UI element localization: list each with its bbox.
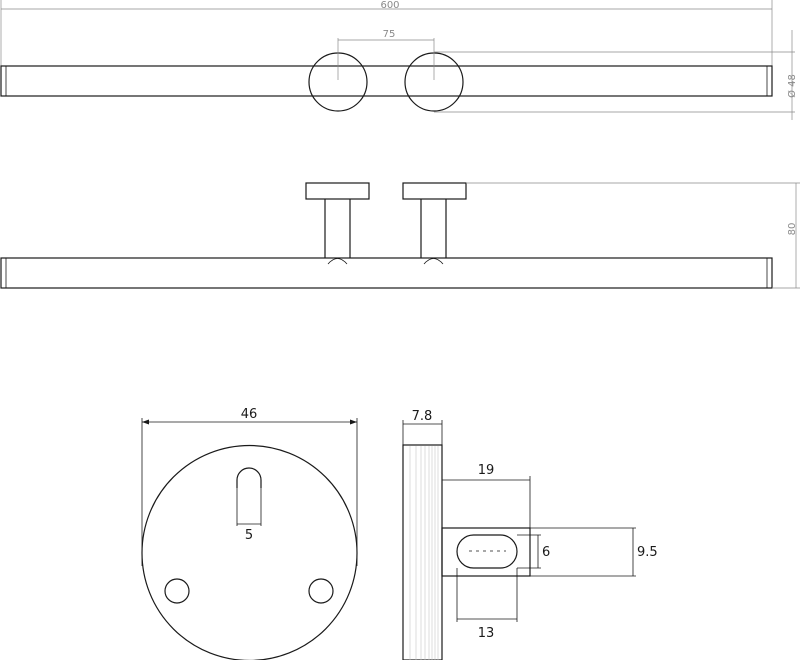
plate-profile	[402, 444, 443, 660]
dim-post-length: 19	[478, 463, 495, 478]
screw-hole-left	[164, 578, 190, 604]
plate-front-view: 46 5	[141, 407, 358, 660]
cap-right	[402, 182, 467, 200]
mounting-plate	[141, 444, 358, 660]
post-block	[441, 527, 531, 577]
dim-overall-length: 600	[380, 0, 399, 11]
top-view: 600 75 Ø 48	[0, 0, 798, 120]
dim-rosette-diameter: Ø 48	[786, 74, 798, 98]
plate-slot	[236, 467, 262, 488]
towel-bar-side	[0, 257, 773, 289]
dim-slot-height: 6	[542, 545, 550, 560]
oblong-slot	[456, 534, 518, 569]
side-view: 80	[0, 182, 800, 289]
dim-projection: 80	[787, 223, 798, 236]
dim-plate-diameter: 46	[241, 407, 258, 422]
cap-left	[305, 182, 370, 200]
towel-bar-top	[0, 65, 773, 97]
dim-hook-spacing: 75	[383, 29, 396, 40]
plate-side-view: 7.8 19 6 9.5 13	[402, 409, 658, 660]
screw-hole-right	[308, 578, 334, 604]
dim-slot-width: 5	[245, 528, 253, 543]
dim-slot-length: 13	[478, 626, 495, 641]
dim-post-height: 9.5	[637, 545, 658, 560]
dim-plate-thickness: 7.8	[412, 409, 433, 424]
